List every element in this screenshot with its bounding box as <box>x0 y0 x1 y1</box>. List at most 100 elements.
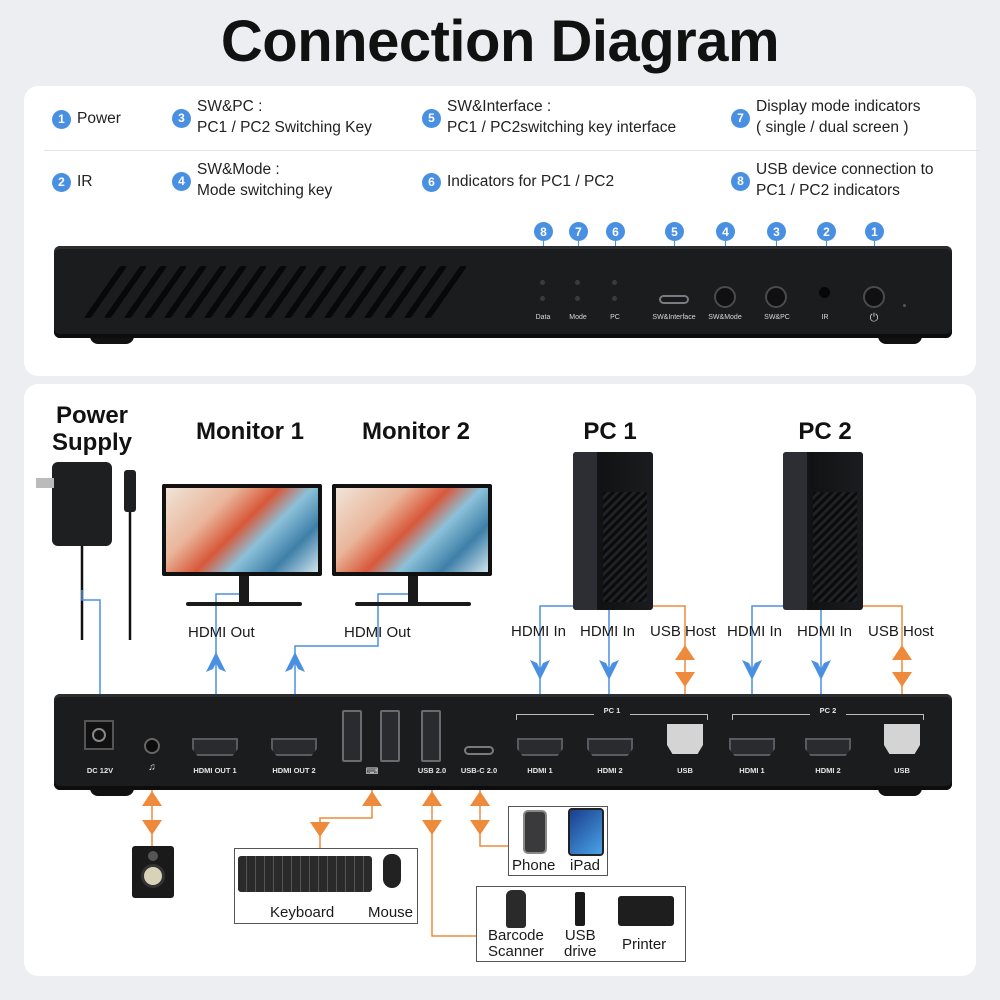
pc2-hdmi1-line <box>751 605 783 735</box>
hdmi-out1-line <box>215 593 244 735</box>
pc2-hdmi-1-label: HDMI 1 <box>739 766 765 775</box>
audio-jack[interactable] <box>144 738 160 754</box>
mode-led-2 <box>575 296 580 301</box>
arrow-up <box>206 652 226 672</box>
callout-line-6 <box>615 241 616 250</box>
sw-interface-port[interactable] <box>659 295 689 304</box>
sw-pc-button[interactable] <box>765 286 787 308</box>
usb-c-2-0-port[interactable] <box>464 746 494 755</box>
pc2-usb-b-port[interactable] <box>884 724 920 754</box>
usb-drive-icon <box>575 892 585 926</box>
monitor-1-stand <box>239 576 249 602</box>
usb-drive-label: USB drive <box>564 927 597 960</box>
callout-5: 5 <box>665 222 684 241</box>
barcode-scanner-icon <box>506 890 526 928</box>
power-button[interactable] <box>863 286 885 308</box>
data-led-1 <box>540 280 545 285</box>
usb-2-0-label: USB 2.0 <box>417 766 447 775</box>
pc1-hdmi-1-port[interactable] <box>517 738 563 756</box>
pc1-usb-label: USB <box>677 766 693 775</box>
monitor-1-screen <box>162 484 322 576</box>
pc1-usb-b-port[interactable] <box>667 724 703 754</box>
ipad-label: iPad <box>570 857 601 874</box>
callout-3: 3 <box>767 222 786 241</box>
ir-receiver <box>819 287 830 298</box>
blue-arrows <box>206 652 831 680</box>
dc-12v-port[interactable] <box>84 720 114 750</box>
ipad-icon <box>568 808 604 856</box>
callout-line-4 <box>725 241 726 250</box>
keyboard-label: Keyboard <box>270 904 335 921</box>
pc-2-tower <box>783 452 863 610</box>
usb-a-port-keyboard[interactable] <box>342 710 362 762</box>
pc2-usb-label: USB <box>894 766 910 775</box>
kvm-rear-panel: DC 12V ♫ HDMI OUT 1 HDMI OUT 2 ⌨ USB 2.0… <box>54 694 952 790</box>
pc2-group-label: PC 2 <box>810 706 846 715</box>
usb-2-0-port[interactable] <box>421 710 441 762</box>
callout-7: 7 <box>569 222 588 241</box>
pc2-hdmi-1-port[interactable] <box>729 738 775 756</box>
power-adapter-icon <box>52 462 112 546</box>
arrow-down <box>742 660 762 680</box>
mouse-label: Mouse <box>368 904 414 921</box>
power-cable-link <box>81 590 101 728</box>
double-arrow <box>675 645 695 687</box>
callout-line-3 <box>776 241 777 250</box>
power-supply-label: Power Supply <box>51 402 132 456</box>
arrow-down <box>811 660 831 680</box>
pc1-usb-host-label: USB Host <box>650 623 716 640</box>
printer-label: Printer <box>622 936 667 953</box>
mode-led-1 <box>575 280 580 285</box>
front-foot-right <box>878 336 922 344</box>
callout-line-8 <box>543 241 544 250</box>
legend-divider <box>44 150 980 151</box>
double-arrow <box>892 645 912 687</box>
rear-foot-right <box>878 788 922 796</box>
kvm-front-panel: Data Mode PC SW&Interface SW&Mode SW&PC … <box>54 246 952 338</box>
callout-line-7 <box>578 241 579 250</box>
data-led-2 <box>540 296 545 301</box>
pc1-hdmi-2-port[interactable] <box>587 738 633 756</box>
pc2-hdmi-2-label: HDMI 2 <box>815 766 841 775</box>
speaker-icon <box>132 846 174 898</box>
pc1-hdmi-in-2-label: HDMI In <box>580 623 636 640</box>
arrow-down <box>599 660 619 680</box>
sw-mode-button[interactable] <box>714 286 736 308</box>
usb20-line <box>431 776 476 937</box>
front-foot-left <box>90 336 134 344</box>
usb-c-2-0-label: USB-C 2.0 <box>460 766 498 775</box>
pc2-hdmi-in-1-label: HDMI In <box>727 623 783 640</box>
callout-2: 2 <box>817 222 836 241</box>
hdmi-out2-line <box>294 593 413 735</box>
pc1-hdmi-1-label: HDMI 1 <box>527 766 553 775</box>
hdmi-out-1-port[interactable] <box>192 738 238 756</box>
monitor-2-base <box>355 602 471 606</box>
pc1-group-label: PC 1 <box>594 706 630 715</box>
pc-led-1 <box>612 280 617 285</box>
hdmi-out-2-label: HDMI Out <box>344 624 411 641</box>
double-arrow <box>422 791 442 835</box>
pc2-hdmi-2-port[interactable] <box>805 738 851 756</box>
rear-foot-left <box>90 788 134 796</box>
monitor-2-label: Monitor 2 <box>362 418 470 445</box>
hdmi-out-2-port[interactable] <box>271 738 317 756</box>
usb-a-port-mouse[interactable] <box>380 710 400 762</box>
phone-label: Phone <box>512 857 556 874</box>
page-title: Connection Diagram <box>220 9 780 74</box>
monitor-2-screen <box>332 484 492 576</box>
pc-1-label: PC 1 <box>583 418 637 445</box>
pc-led-2 <box>612 296 617 301</box>
pc2-hdmi-in-2-label: HDMI In <box>797 623 853 640</box>
ir-label: IR <box>821 314 829 321</box>
pc2-usb-host-label: USB Host <box>868 623 934 640</box>
callout-6: 6 <box>606 222 625 241</box>
pc-2-label: PC 2 <box>798 418 852 445</box>
data-label: Data <box>535 314 551 321</box>
phone-icon <box>523 810 547 854</box>
